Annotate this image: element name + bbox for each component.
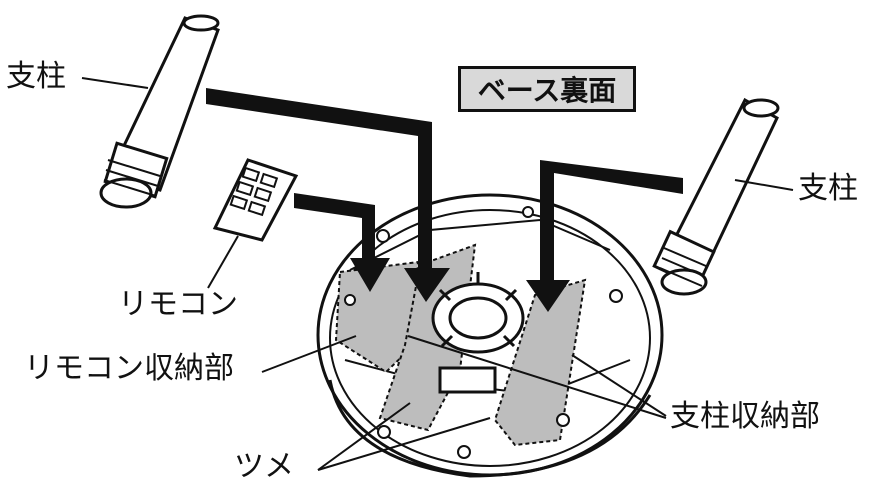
label-pole-right: 支柱 — [798, 171, 858, 206]
pole-storage-area-right — [493, 278, 587, 447]
label-pole-storage: 支柱収納部 — [670, 399, 820, 434]
leader-remote-storage — [261, 335, 357, 373]
leader-lines — [81, 77, 794, 471]
remote-storage-area — [334, 260, 420, 374]
arrow-remote — [294, 193, 390, 292]
center-hub — [431, 272, 525, 394]
pole-right — [652, 97, 780, 296]
arrows — [206, 88, 683, 312]
remote-control — [212, 158, 299, 242]
label-claw: ツメ — [234, 449, 294, 484]
leader-pole-storage-1 — [407, 335, 667, 419]
pole-left — [99, 14, 220, 209]
base-screws — [344, 206, 623, 459]
arrow-pole-left — [206, 88, 450, 302]
arrow-pole-right — [526, 160, 683, 312]
label-remote-storage: リモコン収納部 — [24, 351, 234, 386]
leader-claw-1 — [317, 402, 411, 471]
label-pole-left: 支柱 — [6, 59, 66, 94]
leader-pole-left — [81, 77, 149, 89]
leader-claw-2 — [317, 417, 491, 471]
leader-pole-storage-2 — [571, 354, 667, 417]
leader-remote — [207, 235, 239, 289]
title-label-base-underside: ベース裏面 — [458, 66, 636, 112]
label-remote: リモコン — [118, 287, 238, 322]
leader-pole-right — [734, 179, 794, 191]
